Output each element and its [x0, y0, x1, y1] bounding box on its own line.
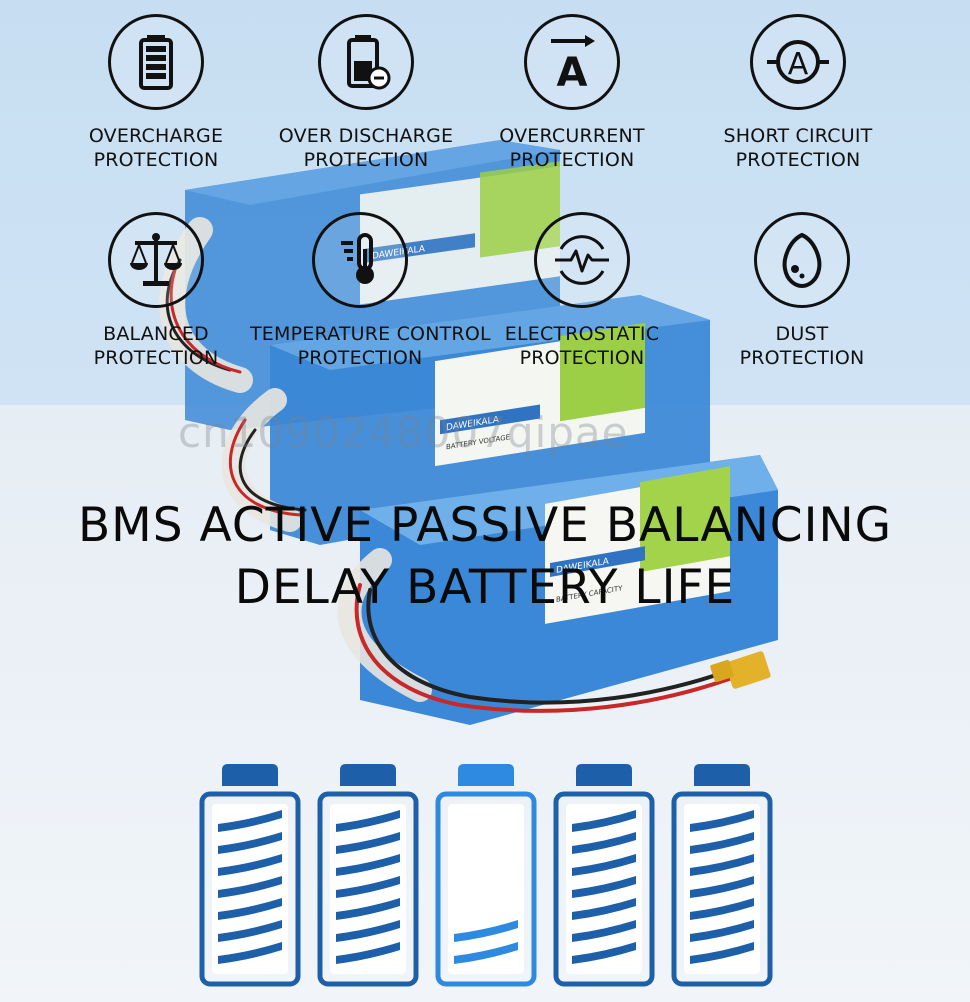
- battery-meter-bar: [218, 876, 282, 898]
- battery-meter-2: [317, 764, 419, 987]
- battery-meter-cap: [340, 764, 396, 786]
- battery-minus-icon: [318, 14, 414, 110]
- feature-line2: PROTECTION: [93, 347, 219, 369]
- feature-line2: PROTECTION: [509, 149, 635, 171]
- battery-meter-bar: [572, 920, 636, 942]
- feature-line2: PROTECTION: [739, 347, 865, 369]
- feature-line2: PROTECTION: [297, 347, 423, 369]
- feature-line1: BALANCED: [103, 323, 209, 345]
- battery-meter-bar: [218, 942, 282, 964]
- battery-meter-bar: [218, 920, 282, 942]
- ammeter-circuit-icon: A: [750, 14, 846, 110]
- battery-meter-cap: [576, 764, 632, 786]
- headline-line2: DELAY BATTERY LIFE: [234, 560, 736, 615]
- battery-meter-body: [671, 791, 773, 987]
- battery-meter-body: [435, 791, 537, 987]
- feature-line2: PROTECTION: [303, 149, 429, 171]
- thermometer-icon: [312, 212, 408, 308]
- battery-meter-bar: [218, 898, 282, 920]
- battery-meter-bar: [572, 898, 636, 920]
- battery-meter-bar: [218, 832, 282, 854]
- watermark-text: cn1090248007qipae: [178, 408, 629, 457]
- pulse-icon: [534, 212, 630, 308]
- balance-scale-icon: [108, 212, 204, 308]
- feature-line2: PROTECTION: [519, 347, 645, 369]
- feature-line1: SHORT CIRCUIT: [723, 125, 873, 147]
- feature-line1: DUST: [775, 323, 829, 345]
- battery-meter-bar: [572, 942, 636, 964]
- feature-line2: PROTECTION: [735, 149, 861, 171]
- xt60-connector: [710, 651, 771, 689]
- feature-line1: OVERCURRENT: [499, 125, 645, 147]
- battery-meter-bar: [690, 832, 754, 854]
- battery-meter-bar: [336, 854, 400, 876]
- battery-meter-body: [317, 791, 419, 987]
- battery-meter-5: [671, 764, 773, 987]
- battery-meter-bar: [690, 876, 754, 898]
- battery-meter-bar: [690, 810, 754, 832]
- feature-line1: ELECTROSTATIC: [504, 323, 660, 345]
- battery-meter-cap: [222, 764, 278, 786]
- battery-meter-cap: [458, 764, 514, 786]
- battery-meter-bar: [218, 854, 282, 876]
- battery-meter-bar: [336, 832, 400, 854]
- battery-meter-bar: [572, 832, 636, 854]
- battery-meter-bar: [336, 810, 400, 832]
- battery-meter-bar: [572, 810, 636, 832]
- battery-meter-bar: [454, 920, 518, 942]
- battery-full-icon: [108, 14, 204, 110]
- svg-text:A: A: [557, 50, 588, 93]
- battery-meter-body: [553, 791, 655, 987]
- battery-pack-front: DAWEIKALA BATTERY CAPACITY: [360, 455, 778, 725]
- battery-meter-bar: [690, 942, 754, 964]
- feature-line1: OVERCHARGE: [88, 125, 224, 147]
- battery-meter-4: [553, 764, 655, 987]
- battery-meter-bar: [454, 942, 518, 964]
- battery-meter-bar: [690, 854, 754, 876]
- battery-meter-bar: [218, 810, 282, 832]
- battery-meter-3: [435, 764, 537, 987]
- battery-meter-cap: [694, 764, 750, 786]
- battery-meter-bar: [690, 920, 754, 942]
- battery-meter-1: [199, 764, 301, 987]
- feature-line2: PROTECTION: [93, 149, 219, 171]
- headline-line1: BMS ACTIVE PASSIVE BALANCING: [77, 498, 893, 553]
- battery-meter-bar: [336, 898, 400, 920]
- feature-line1: TEMPERATURE CONTROL: [250, 323, 491, 345]
- svg-text:A: A: [788, 47, 809, 82]
- battery-meter-bar: [690, 898, 754, 920]
- droplet-icon: [754, 212, 850, 308]
- ammeter-arrow-icon: A: [524, 14, 620, 110]
- battery-meter-body: [199, 791, 301, 987]
- battery-meter-bar: [572, 876, 636, 898]
- battery-meter-bar: [336, 920, 400, 942]
- battery-meter-bar: [336, 942, 400, 964]
- feature-line1: OVER DISCHARGE: [278, 125, 454, 147]
- battery-meter-bar: [336, 876, 400, 898]
- battery-meter-bar: [572, 854, 636, 876]
